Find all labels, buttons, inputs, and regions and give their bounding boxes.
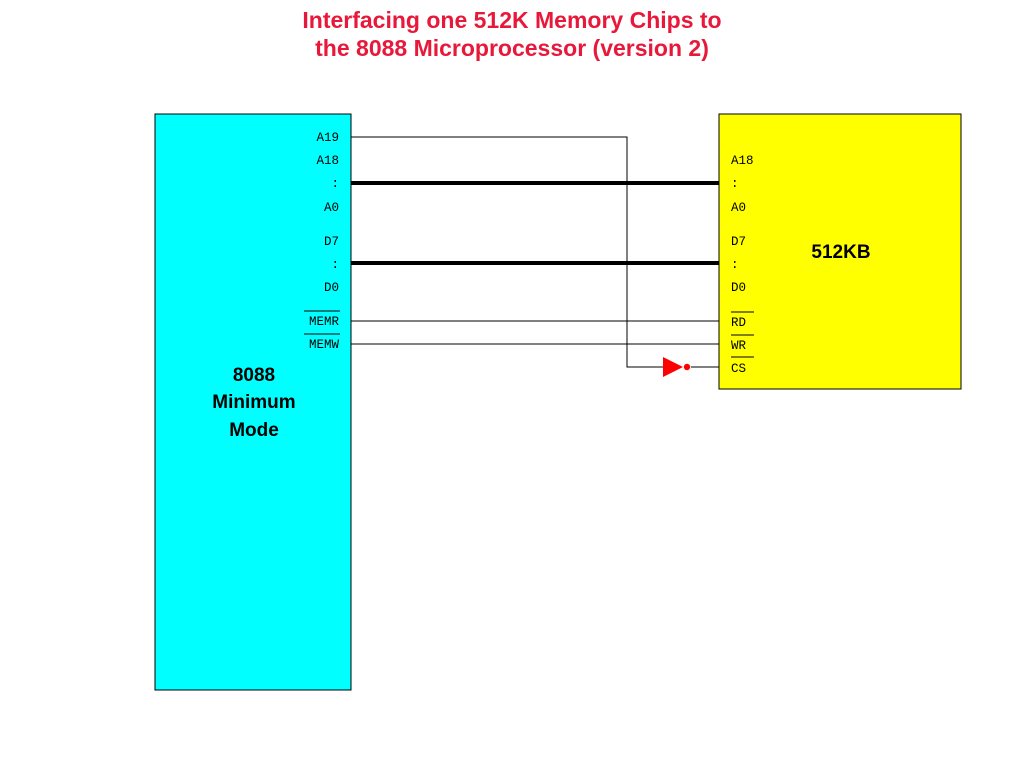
mem-pin-d0: D0	[731, 281, 746, 295]
not-gate-icon	[663, 357, 691, 377]
mem-pin-cs: CS	[731, 362, 746, 376]
mem-pin-a0: A0	[731, 201, 746, 215]
mem-pin-data-dots: :	[731, 258, 739, 272]
cpu-pin-data-dots: :	[331, 258, 339, 272]
mem-pin-wr: WR	[731, 339, 747, 353]
cpu-block	[154, 113, 352, 691]
mem-pin-address-dots: :	[731, 177, 739, 191]
diagram-title-line-1: Interfacing one 512K Memory Chips to	[302, 7, 722, 33]
cpu-pin-address-dots: :	[331, 177, 339, 191]
mem-pin-a18: A18	[731, 154, 754, 168]
memory-label: 512KB	[811, 242, 870, 263]
mem-pin-d7: D7	[731, 235, 746, 249]
memory-block	[718, 113, 962, 390]
diagram-title-line-2: the 8088 Microprocessor (version 2)	[315, 35, 709, 61]
cpu-pin-a0: A0	[324, 201, 339, 215]
cpu-label-line-1: 8088	[233, 365, 275, 386]
cpu-pin-memr: MEMR	[309, 315, 340, 329]
cpu-pin-d0: D0	[324, 281, 339, 295]
cpu-pin-a19: A19	[316, 131, 339, 145]
cpu-pin-d7: D7	[324, 235, 339, 249]
cpu-label-line-3: Mode	[229, 420, 279, 441]
cpu-pin-memw: MEMW	[309, 338, 340, 352]
cpu-label-line-2: Minimum	[212, 392, 295, 413]
a19-cs-wire	[351, 136, 663, 368]
cpu-pin-a18: A18	[316, 154, 339, 168]
mem-pin-rd: RD	[731, 316, 746, 330]
